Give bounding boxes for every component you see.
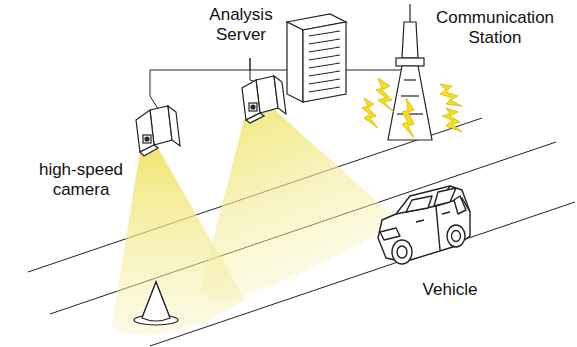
tower-symbol <box>388 4 432 140</box>
signal-bolt <box>362 78 462 138</box>
vehicle-label: Vehicle <box>410 280 490 300</box>
camera-symbol <box>136 106 180 156</box>
server-label: Analysis Server <box>200 5 282 44</box>
server-symbol <box>287 14 346 102</box>
camera-label: high-speed camera <box>32 160 130 199</box>
traffic-cone <box>134 282 178 325</box>
vehicle-symbol <box>378 186 470 264</box>
camera-symbol <box>242 76 286 123</box>
station-label: Communication Station <box>428 8 562 47</box>
camera-beam <box>200 104 400 299</box>
